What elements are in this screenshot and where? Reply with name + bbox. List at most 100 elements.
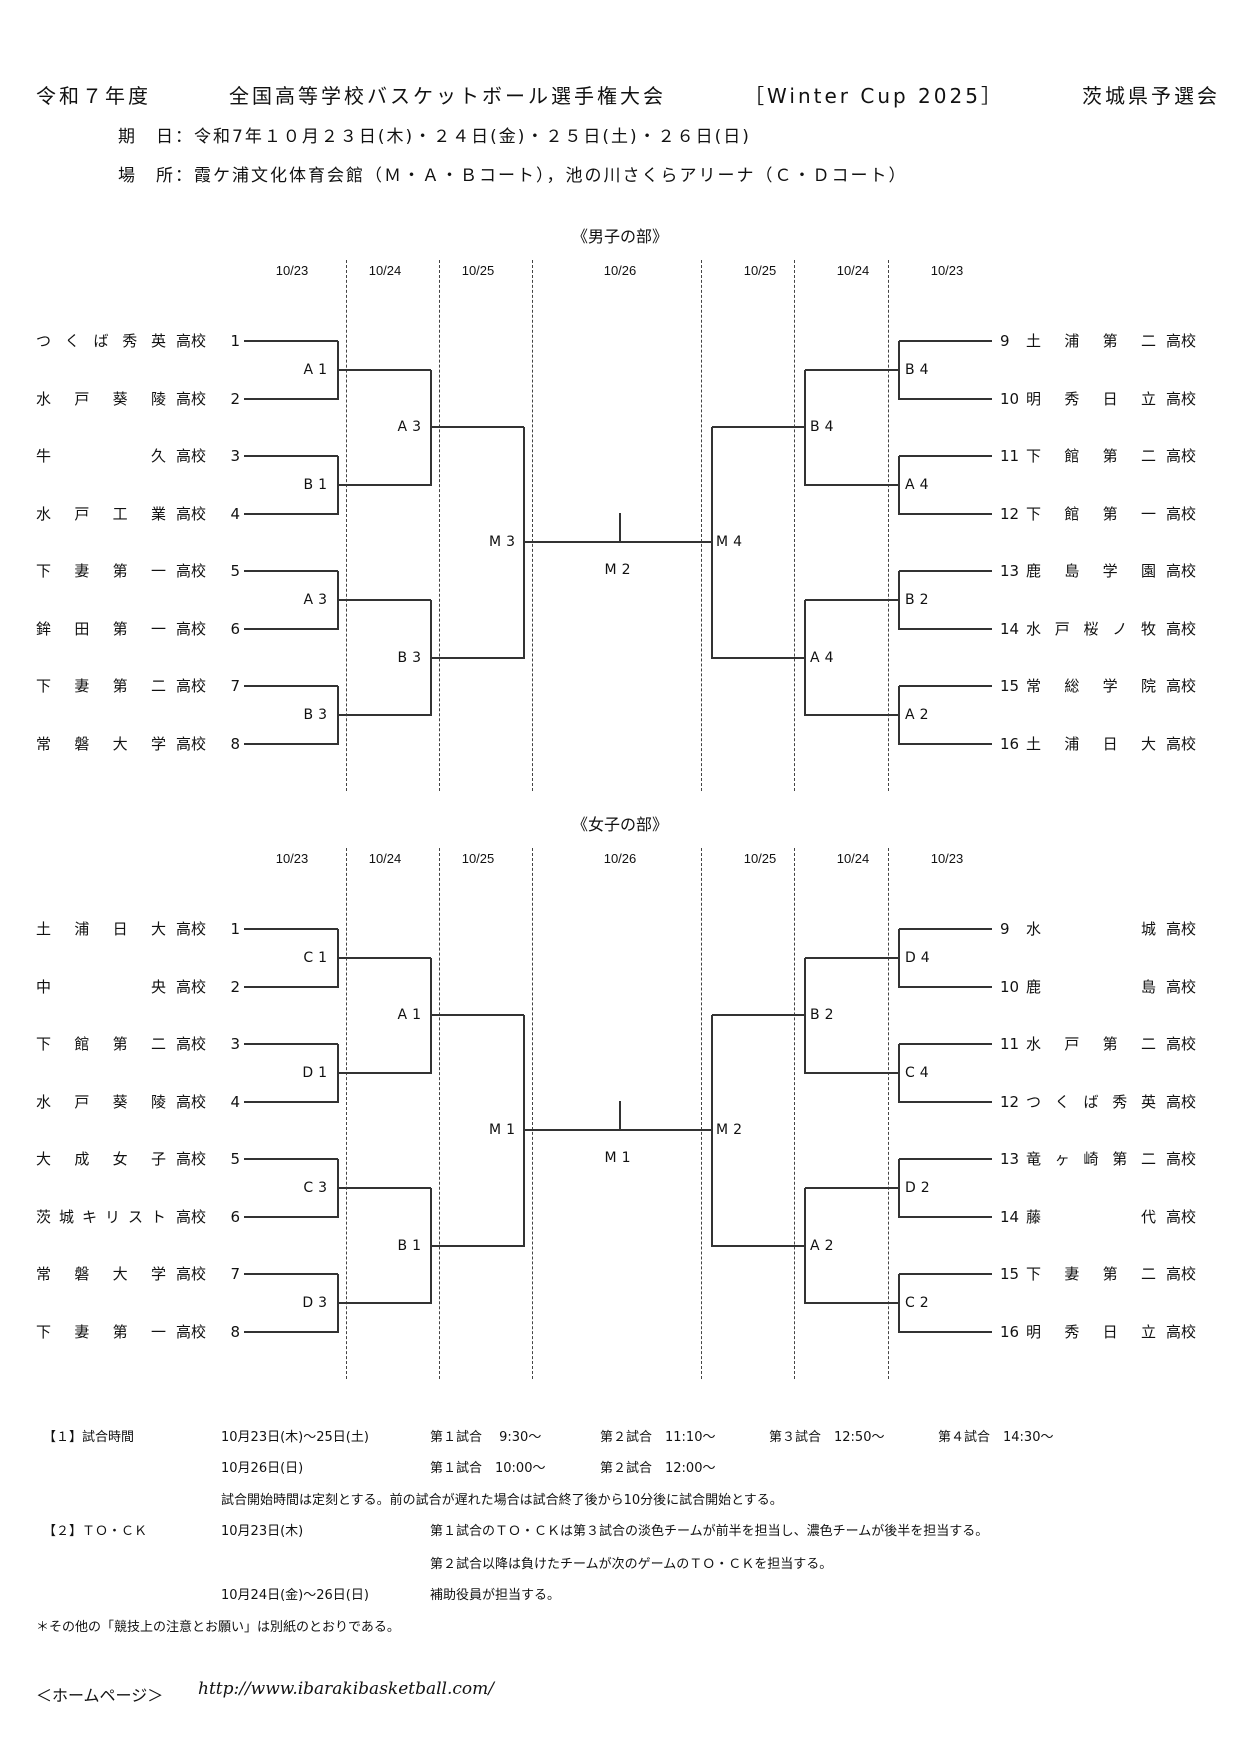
school-suffix: 高校	[176, 977, 207, 996]
team-name: 大成女子	[36, 1150, 166, 1168]
bracket-line	[712, 1244, 805, 1247]
team-name: 明秀日立	[1026, 390, 1156, 408]
team-name-char: 第	[1112, 1150, 1128, 1169]
match-label: A3	[303, 592, 332, 609]
team-name-char: 第	[1102, 447, 1118, 466]
team-name-char: 立	[1140, 389, 1156, 408]
match-label: B1	[397, 1237, 426, 1254]
team-name-char: 常	[36, 734, 52, 753]
school-suffix: 高校	[1166, 389, 1197, 408]
team-name-char: 土	[1026, 332, 1042, 350]
seed-number: 9	[1000, 332, 1010, 350]
team-name-char: 館	[1064, 447, 1080, 466]
school-suffix: 高校	[176, 677, 207, 696]
team-name-char: 大	[112, 734, 128, 753]
bracket-line	[244, 570, 338, 573]
date-header: 10/24	[836, 263, 870, 278]
to-ck-rule-3: 補助役員が担当する。	[430, 1588, 561, 1603]
team-name-char: 下	[1026, 447, 1042, 466]
day-divider	[346, 848, 347, 1379]
bracket-line	[899, 1100, 992, 1103]
homepage-link[interactable]: http://www.ibarakibasketball.com/	[198, 1679, 495, 1699]
match-label: B1	[303, 476, 332, 493]
team-name: 常磐大学	[36, 735, 166, 753]
title-event: 全国高等学校バスケットボール選手権大会	[229, 84, 667, 108]
match-label: B2	[810, 1007, 839, 1024]
team-name: 藤代	[1026, 1208, 1156, 1226]
title-cup: ［Winter Cup 2025］	[744, 84, 1004, 108]
bracket-line	[805, 368, 899, 371]
seed-number: 8	[230, 734, 241, 753]
final-day-game-2-time: 第２試合 12:00～	[600, 1461, 716, 1476]
date-header: 10/25	[743, 263, 777, 278]
match-label: B3	[303, 707, 332, 724]
team-name-char: 島	[1064, 562, 1080, 581]
final-label: M2	[604, 562, 636, 579]
team-name-char: 中	[36, 977, 52, 996]
date-header: 10/23	[275, 263, 309, 278]
seed-number: 6	[230, 1207, 241, 1226]
team-name-char: 戸	[74, 389, 90, 408]
team-name-char: ヶ	[1054, 1150, 1070, 1169]
team-name-char: 学	[150, 1265, 166, 1284]
bracket-line	[244, 627, 338, 630]
date-header: 10/26	[603, 851, 637, 866]
date-header: 10/23	[930, 263, 964, 278]
bracket-heading: 《女子の部》	[571, 815, 669, 834]
seed-number: 1	[230, 332, 241, 350]
team-name-char: 第	[112, 562, 128, 581]
bracket-line	[338, 1187, 431, 1190]
team-name-char: 第	[112, 677, 128, 696]
bracket-line	[898, 341, 900, 400]
to-ck-date-2: 10月24日(金)～26日(日)	[221, 1588, 369, 1603]
team-name-char: 第	[112, 619, 128, 638]
team-name-char: 浦	[1064, 734, 1080, 753]
bracket-line	[711, 1015, 713, 1247]
team-name: 牛久	[36, 447, 166, 465]
team-name: 水戸桜ノ牧	[1026, 620, 1156, 638]
team-name-char: 常	[1026, 677, 1042, 696]
match-label: A4	[905, 476, 934, 493]
team-name-char: 女	[112, 1150, 128, 1169]
team-name-char: く	[64, 332, 80, 350]
school-suffix: 高校	[1166, 1092, 1197, 1111]
team-name-char: 大	[150, 920, 166, 938]
school-suffix: 高校	[1166, 562, 1197, 581]
seed-number: 1	[230, 920, 241, 938]
team-name-char: 水	[1026, 1035, 1042, 1054]
team-name-char: 浦	[1064, 332, 1080, 350]
start-time-rule: 試合開始時間は定刻とする。前の試合が遅れた場合は試合終了後から10分後に試合開始…	[221, 1493, 783, 1508]
